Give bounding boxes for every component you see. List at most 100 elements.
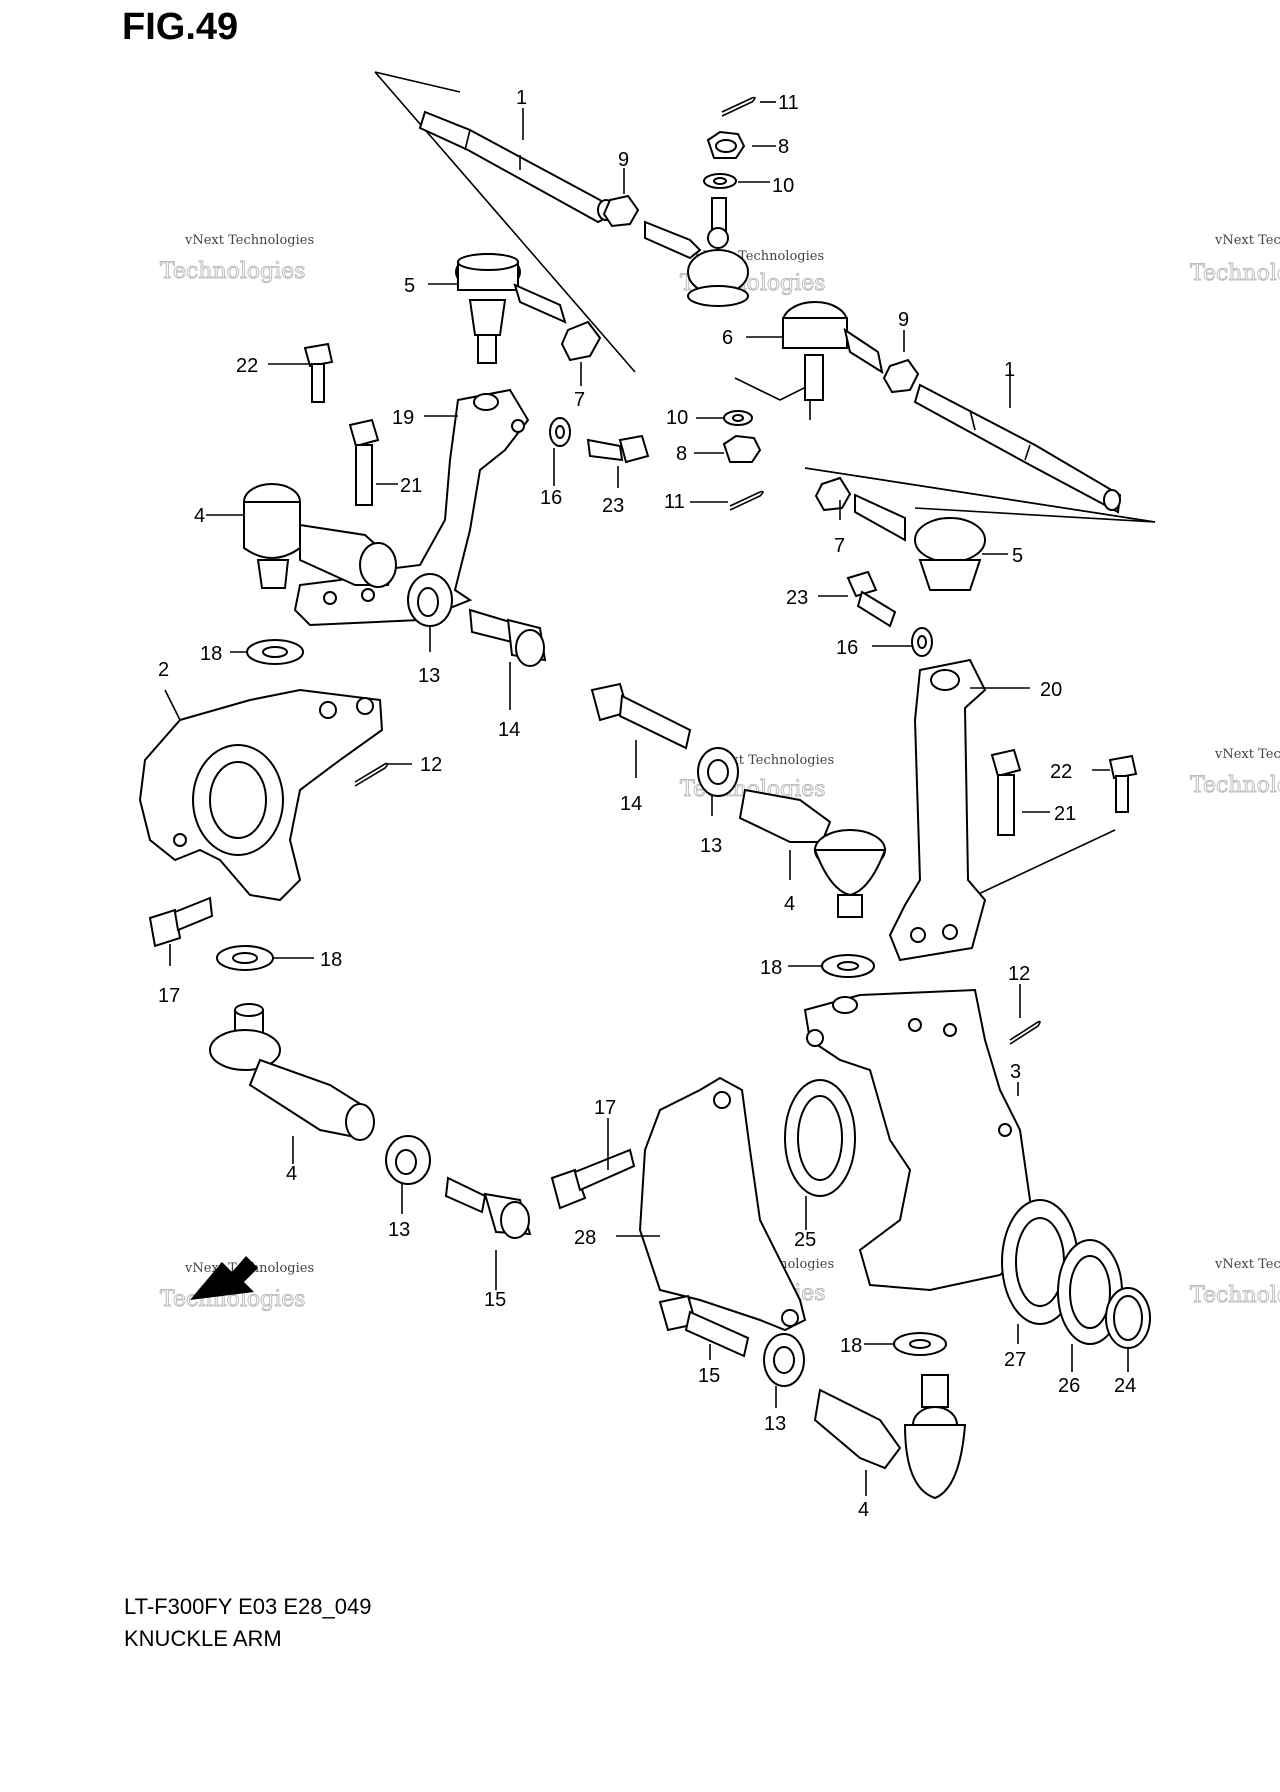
callout-16: 16 [836,637,858,659]
bolt-22-left [303,342,334,403]
model-code: LT-F300FY E03 E28_049 [124,1594,372,1619]
washer-18-lower [893,1332,947,1356]
tie-rod-end-upper-right [644,197,749,307]
callout-8: 8 [778,136,789,158]
washer-18-mid-left [216,945,274,971]
callout-4: 4 [858,1499,869,1521]
callout-10: 10 [666,407,688,429]
cotter-pin-12-left [354,762,389,787]
callout-5: 5 [1012,545,1023,567]
callout-21: 21 [400,475,422,497]
callout-21: 21 [1054,803,1076,825]
callout-13: 13 [700,835,722,857]
washer-16-left [549,417,571,447]
callout-1: 1 [1004,359,1015,381]
bolt-17-left [148,896,214,948]
watermark-text: vNext Technologies [1214,1257,1280,1272]
callout-13: 13 [388,1219,410,1241]
callout-1: 1 [516,87,527,109]
seal-13-mid [697,747,739,797]
callout-10: 10 [772,175,794,197]
watermark-text: Technologies [1190,261,1280,286]
bolt-15-left [444,1176,532,1239]
bolt-22-right [1108,754,1138,813]
bolt-21-right [990,748,1022,836]
callout-23: 23 [786,587,808,609]
nut-9-upper [602,194,640,228]
nut-8-upper [706,130,746,159]
assembly-guide-lines [374,71,1156,906]
callout-7: 7 [834,535,845,557]
callout-16: 16 [540,487,562,509]
watermark-text: Technologies [1190,1283,1280,1308]
callout-18: 18 [200,643,222,665]
washer-10-upper [703,173,737,189]
tie-rod-end-4-upper-left [243,483,397,589]
callout-27: 27 [1004,1349,1026,1371]
callout-9: 9 [618,149,629,171]
callout-12: 12 [420,754,442,776]
callout-18: 18 [320,949,342,971]
bolt-14-right [590,682,692,750]
callout-22: 22 [236,355,258,377]
callout-23: 23 [602,495,624,517]
callout-19: 19 [392,407,414,429]
callout-6: 6 [722,327,733,349]
washer-18-upper-left [246,639,304,665]
tie-rod-upper [418,110,615,224]
bolt-23-left [586,434,650,464]
bolt-14-left [468,608,547,667]
callout-13: 13 [418,665,440,687]
callout-4: 4 [286,1163,297,1185]
tie-rod-end-4-lower-right [813,1374,967,1500]
callout-20: 20 [1040,679,1062,701]
knuckle-arm-20 [888,658,987,962]
callout-4: 4 [784,893,795,915]
seal-13-upper [407,573,453,627]
cotter-pin-11-right [729,490,764,511]
callout-5: 5 [404,275,415,297]
callout-18: 18 [840,1335,862,1357]
bolt-21-left [348,418,380,506]
callout-15: 15 [484,1289,506,1311]
diagram-caption: KNUCKLE ARM [124,1626,282,1651]
callout-7: 7 [574,389,585,411]
callout-15: 15 [698,1365,720,1387]
watermark-text: Technologies [1190,773,1280,798]
callout-22: 22 [1050,761,1072,783]
callout-14: 14 [498,719,520,741]
bolt-17-right [550,1148,636,1210]
washer-10-right [723,410,753,426]
nut-7-right [814,476,852,512]
tie-rod-end-5-left [455,253,567,364]
tie-rod-end-4-mid [738,788,887,918]
callout-13: 13 [764,1413,786,1435]
washer-16-right [911,627,933,657]
callout-2: 2 [158,659,169,681]
callout-11: 11 [778,92,799,114]
figure-title: FIG.49 [122,6,239,48]
watermark-text: Technologies [160,259,306,284]
callout-17: 17 [158,985,180,1007]
watermark-text: vNext Technologies [1214,747,1280,762]
callout-18: 18 [760,957,782,979]
seal-13-lower-left [385,1135,431,1185]
bolt-15-right [658,1294,750,1358]
cotter-pin-11-upper [721,96,756,117]
watermark-text: vNext Technologies [1214,233,1280,248]
callout-14: 14 [620,793,642,815]
leader-lines [164,101,1129,1496]
washer-18-mid-right [821,954,875,978]
seal-25 [784,1079,856,1197]
watermark-text: vNext Technologies [184,233,314,248]
tie-rod-lower [913,383,1122,514]
tie-rod-end-4-lower-left [209,1003,375,1141]
seal-13-lower-right [763,1333,805,1387]
callout-9: 9 [898,309,909,331]
callout-17: 17 [594,1097,616,1119]
knuckle-arm-19 [293,388,530,627]
callout-4: 4 [194,505,205,527]
callout-3: 3 [1010,1061,1021,1083]
callout-12: 12 [1008,963,1030,985]
tie-rod-end-5-right [854,493,986,591]
